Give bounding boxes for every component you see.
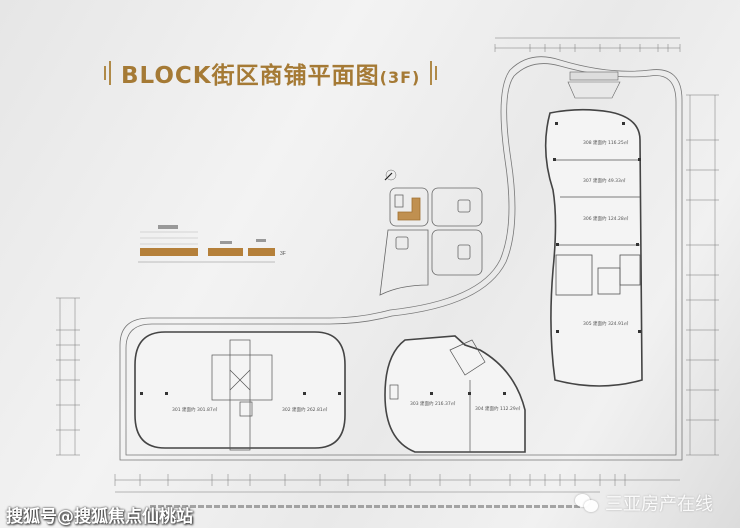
building-left <box>134 331 346 449</box>
unit-label-304: 304 建面约 112.29㎡ <box>475 405 521 412</box>
core-left <box>211 339 273 451</box>
unit-label-307: 307 建面约 49.33㎡ <box>583 177 626 184</box>
unit-label-305: 305 建面约 324.91㎡ <box>583 320 629 327</box>
elevation-diagram: 3F <box>138 225 286 263</box>
title-ornament-left <box>104 61 111 85</box>
title-text: BLOCK街区商铺平面图(3F) <box>121 63 421 89</box>
building-middle <box>384 335 526 453</box>
wechat-icon <box>575 492 601 514</box>
unit-label-302: 302 建面约 262.81㎡ <box>282 406 328 413</box>
disclaimer-text <box>150 505 580 508</box>
north-arrow-icon <box>384 172 393 181</box>
structural-columns <box>140 122 641 395</box>
watermark-wechat: 三亚房产在线 <box>575 490 713 516</box>
unit-label-308: 308 建面约 116.25㎡ <box>583 139 629 146</box>
plan-title: BLOCK街区商铺平面图(3F) <box>104 56 438 90</box>
watermark-sohu: 搜狐号@搜狐焦点仙桃站 <box>6 507 193 527</box>
building-right <box>544 108 643 387</box>
watermark-account: 三亚房产在线 <box>605 494 713 515</box>
site-boundary <box>119 56 683 461</box>
elevation-floor-label: 3F <box>280 251 286 257</box>
dimension-ticks <box>56 44 719 486</box>
unit-label-306: 306 建面约 124.28㎡ <box>583 215 629 222</box>
escalator <box>567 71 621 99</box>
right-tower-partitions <box>553 159 641 296</box>
unit-label-301: 301 建面约 301.87㎡ <box>172 406 218 413</box>
unit-label-303: 303 建面约 216.37㎡ <box>410 400 456 407</box>
title-ornament-right <box>430 61 438 85</box>
site-plan-diagram <box>379 169 483 296</box>
